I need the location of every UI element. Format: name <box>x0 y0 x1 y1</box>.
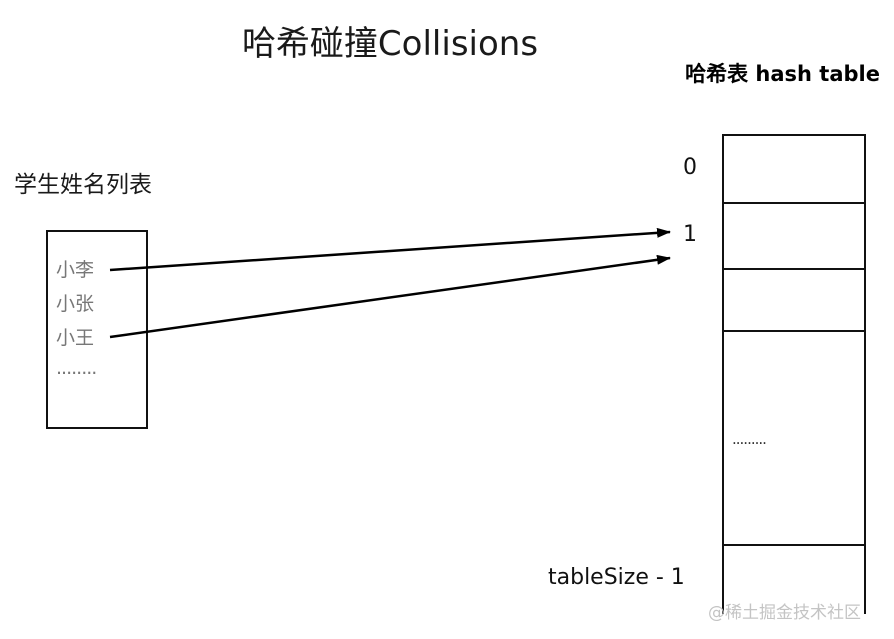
student-list-box: 小李 小张 小王 ........ <box>46 230 148 429</box>
hash-table-heading: 哈希表 hash table <box>685 62 880 86</box>
list-item-xiaozhang: 小张 <box>56 293 95 315</box>
hash-table-ellipsis: ......... <box>732 430 767 448</box>
index-label-1: 1 <box>683 222 697 247</box>
hash-table <box>722 134 866 614</box>
hash-slot-2 <box>724 268 864 332</box>
diagram-title: 哈希碰撞Collisions <box>241 24 539 64</box>
hash-slot-1 <box>724 202 864 270</box>
list-item-xiaowang: 小王 <box>56 327 95 349</box>
index-label-last: tableSize - 1 <box>548 565 685 590</box>
list-item-ellipsis: ........ <box>56 357 97 379</box>
arrow-xiaowang-to-slot-1 <box>109 254 671 339</box>
arrow-xiaoli-to-slot-1 <box>109 227 671 272</box>
student-list-heading: 学生姓名列表 <box>14 172 152 198</box>
hash-slot-middle <box>724 330 864 546</box>
list-item-xiaoli: 小李 <box>56 259 95 281</box>
hash-slot-0 <box>724 136 864 204</box>
watermark: @稀土掘金技术社区 <box>708 603 861 623</box>
index-label-0: 0 <box>683 155 697 180</box>
